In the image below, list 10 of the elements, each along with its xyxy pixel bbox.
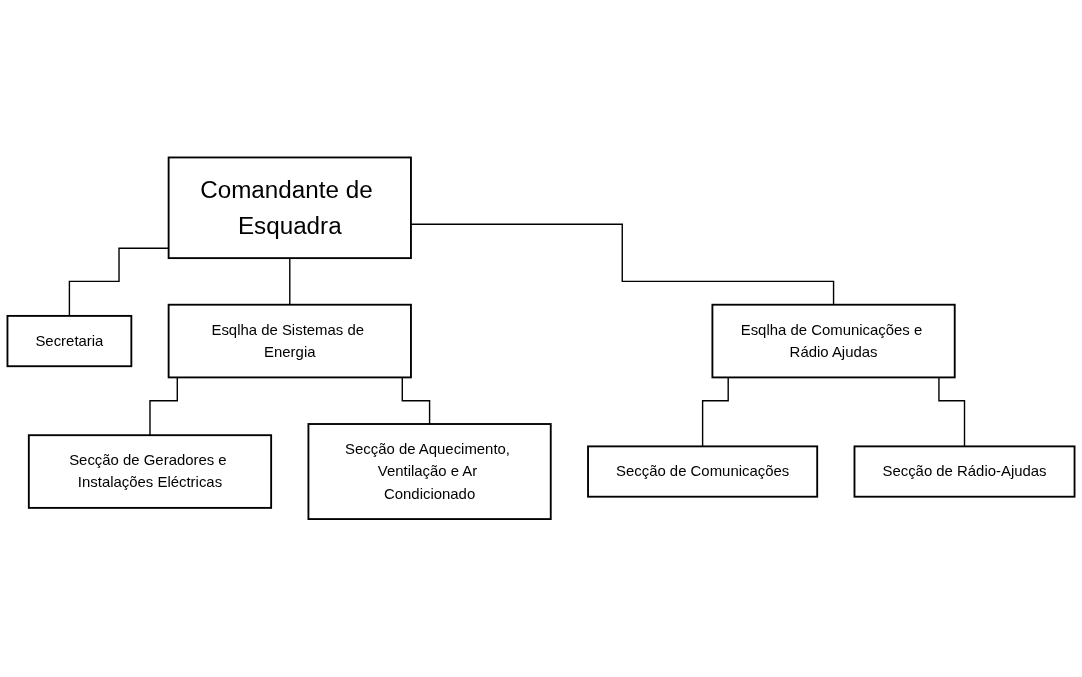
node-box: Secção de Geradores e Instalações Eléctricas [27, 434, 273, 510]
node-box: Comandante de Esquadra [167, 156, 412, 260]
connector [289, 257, 291, 306]
node-box: Esqlha de Sistemas de Energia [167, 304, 412, 379]
node-box: Secção de Comunicações [587, 445, 819, 498]
connector [410, 223, 835, 306]
node-box: Secretaria [6, 315, 133, 368]
node-box: Esqlha de Comunicações e Rádio Ajudas [711, 304, 956, 379]
node-box: Secção de Rádio-Ajudas [853, 445, 1076, 498]
node-box: Secção de Aquecimento, Ventilação e Ar Condicionado [307, 423, 552, 521]
